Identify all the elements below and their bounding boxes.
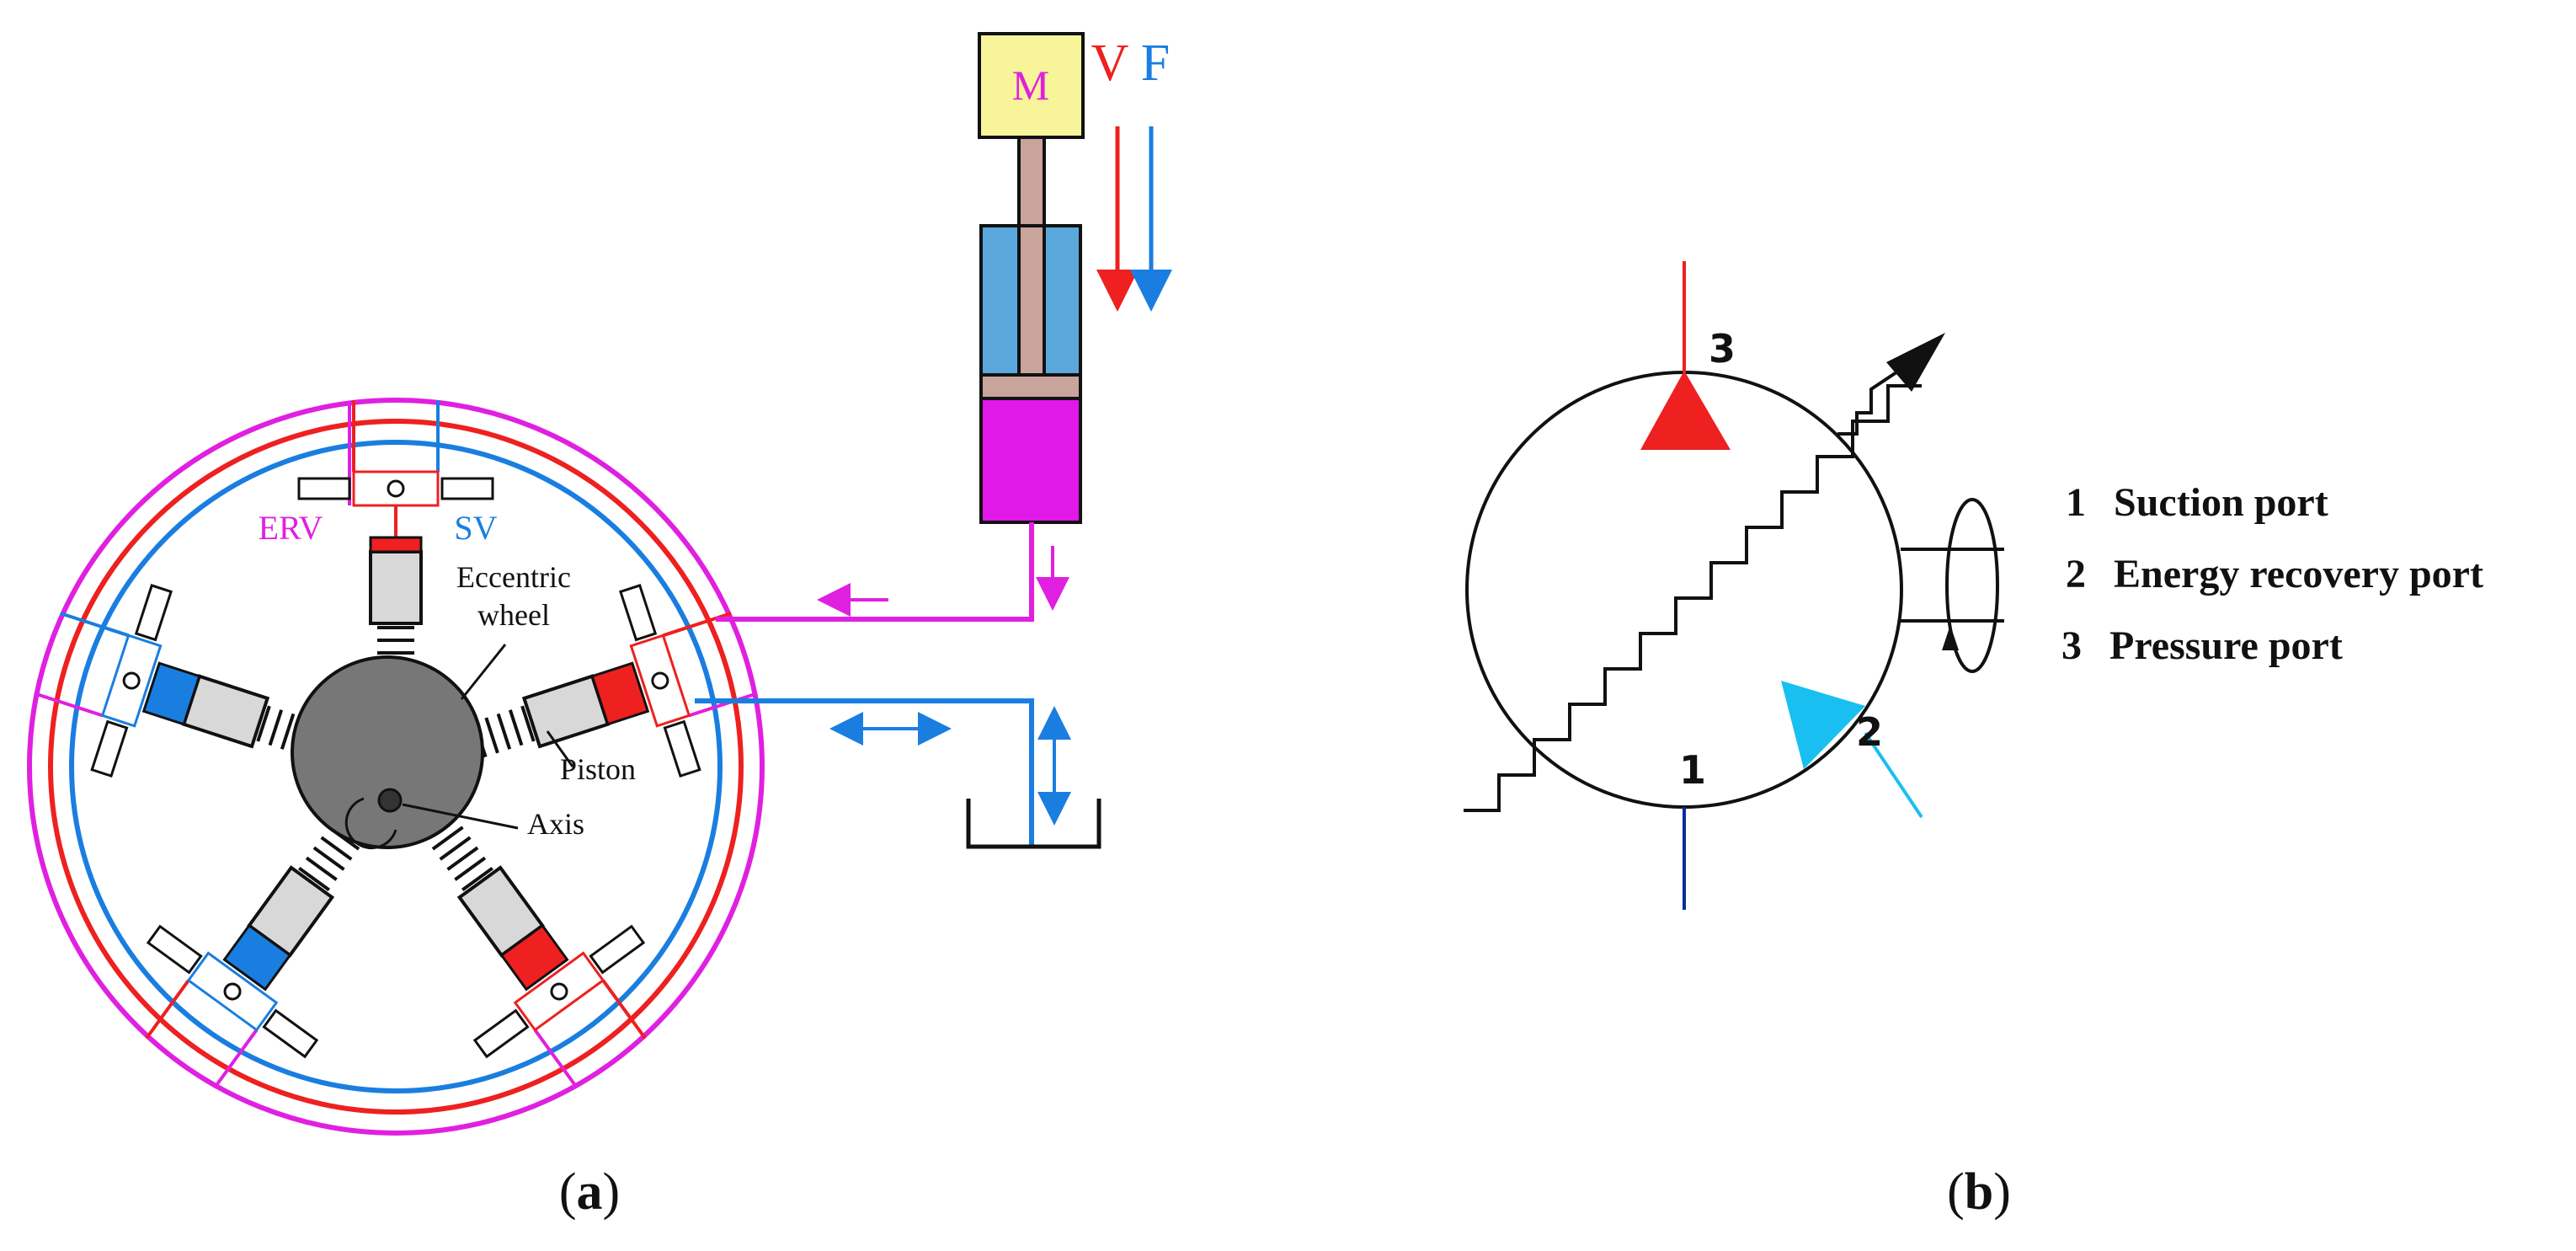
shaft-rotation-ellipse — [1945, 498, 1999, 673]
eccentric-label-line1: Eccentric — [456, 560, 571, 594]
legend-text-1: Suction port — [2114, 480, 2328, 525]
legend-num-3: 3 — [2061, 623, 2082, 668]
adjust-arrow-stem — [1837, 369, 1901, 436]
adjust-arrow-head-icon — [1886, 333, 1945, 392]
piston-label: Piston — [560, 752, 636, 786]
mass-label: M — [1012, 61, 1049, 109]
energy-recovery-port-triangle-icon — [1781, 681, 1865, 769]
caption-a: (a) — [559, 1163, 620, 1221]
rotation-arrow-icon — [344, 797, 397, 850]
axis-label: Axis — [527, 807, 584, 841]
sv-label: SV — [454, 509, 497, 547]
cylinder-cap-chamber — [979, 397, 1082, 524]
force-label: F — [1141, 35, 1170, 92]
erv-pipe — [716, 522, 1034, 622]
valve-block-bottom-right — [472, 924, 647, 1089]
port-2-number: 2 — [1856, 709, 1883, 755]
variable-displacement-stair — [1464, 384, 1922, 812]
tank-icon — [966, 799, 1101, 849]
port-1-number: 1 — [1679, 747, 1706, 793]
piston-top — [369, 536, 423, 680]
eccentric-wheel — [291, 655, 484, 849]
suction-pipe — [695, 698, 1034, 847]
valve-block-left — [34, 584, 173, 778]
piston-bottom-left — [222, 826, 360, 992]
piston-bottom-right — [431, 826, 569, 992]
energy-recovery-port-line — [1864, 731, 1923, 819]
piston-leader — [546, 730, 574, 767]
valve-block-bottom-left — [145, 924, 319, 1089]
eccentric-leader — [460, 644, 507, 700]
pressure-ring — [48, 419, 744, 1115]
legend-num-2: 2 — [2066, 552, 2086, 596]
eccentric-label-line2: wheel — [477, 598, 550, 632]
erv-ring — [27, 398, 765, 1136]
axis-leader — [402, 803, 519, 830]
cylinder-piston-head — [979, 373, 1082, 400]
valve-block-right — [619, 584, 758, 778]
shaft-rotation-arrow-icon — [1942, 625, 1959, 650]
piston-left — [141, 661, 319, 758]
valve-block-top — [297, 400, 494, 539]
piston-right — [472, 661, 650, 758]
piston-rod-overlay — [1017, 224, 1046, 377]
panel-a: M V F ERV SV Eccentric wheel Piston Axis… — [27, 32, 1172, 1221]
legend-text-2: Energy recovery port — [2114, 552, 2483, 596]
legend-num-1: 1 — [2066, 480, 2086, 525]
suction-ring — [69, 440, 723, 1093]
port-3-number: 3 — [1709, 326, 1736, 372]
port-legend: 1 Suction port 2 Energy recovery port 3 … — [2061, 480, 2483, 668]
pressure-port-triangle-icon — [1640, 371, 1731, 450]
axis-shaft — [377, 788, 403, 813]
legend-text-3: Pressure port — [2109, 623, 2343, 668]
caption-b: (b) — [1947, 1163, 2011, 1221]
mass-block — [978, 32, 1085, 139]
velocity-label: V — [1091, 35, 1129, 92]
erv-label: ERV — [259, 509, 323, 547]
panel-b: 3 1 2 1 Suction port 2 Energy recovery p… — [1464, 261, 2483, 1221]
